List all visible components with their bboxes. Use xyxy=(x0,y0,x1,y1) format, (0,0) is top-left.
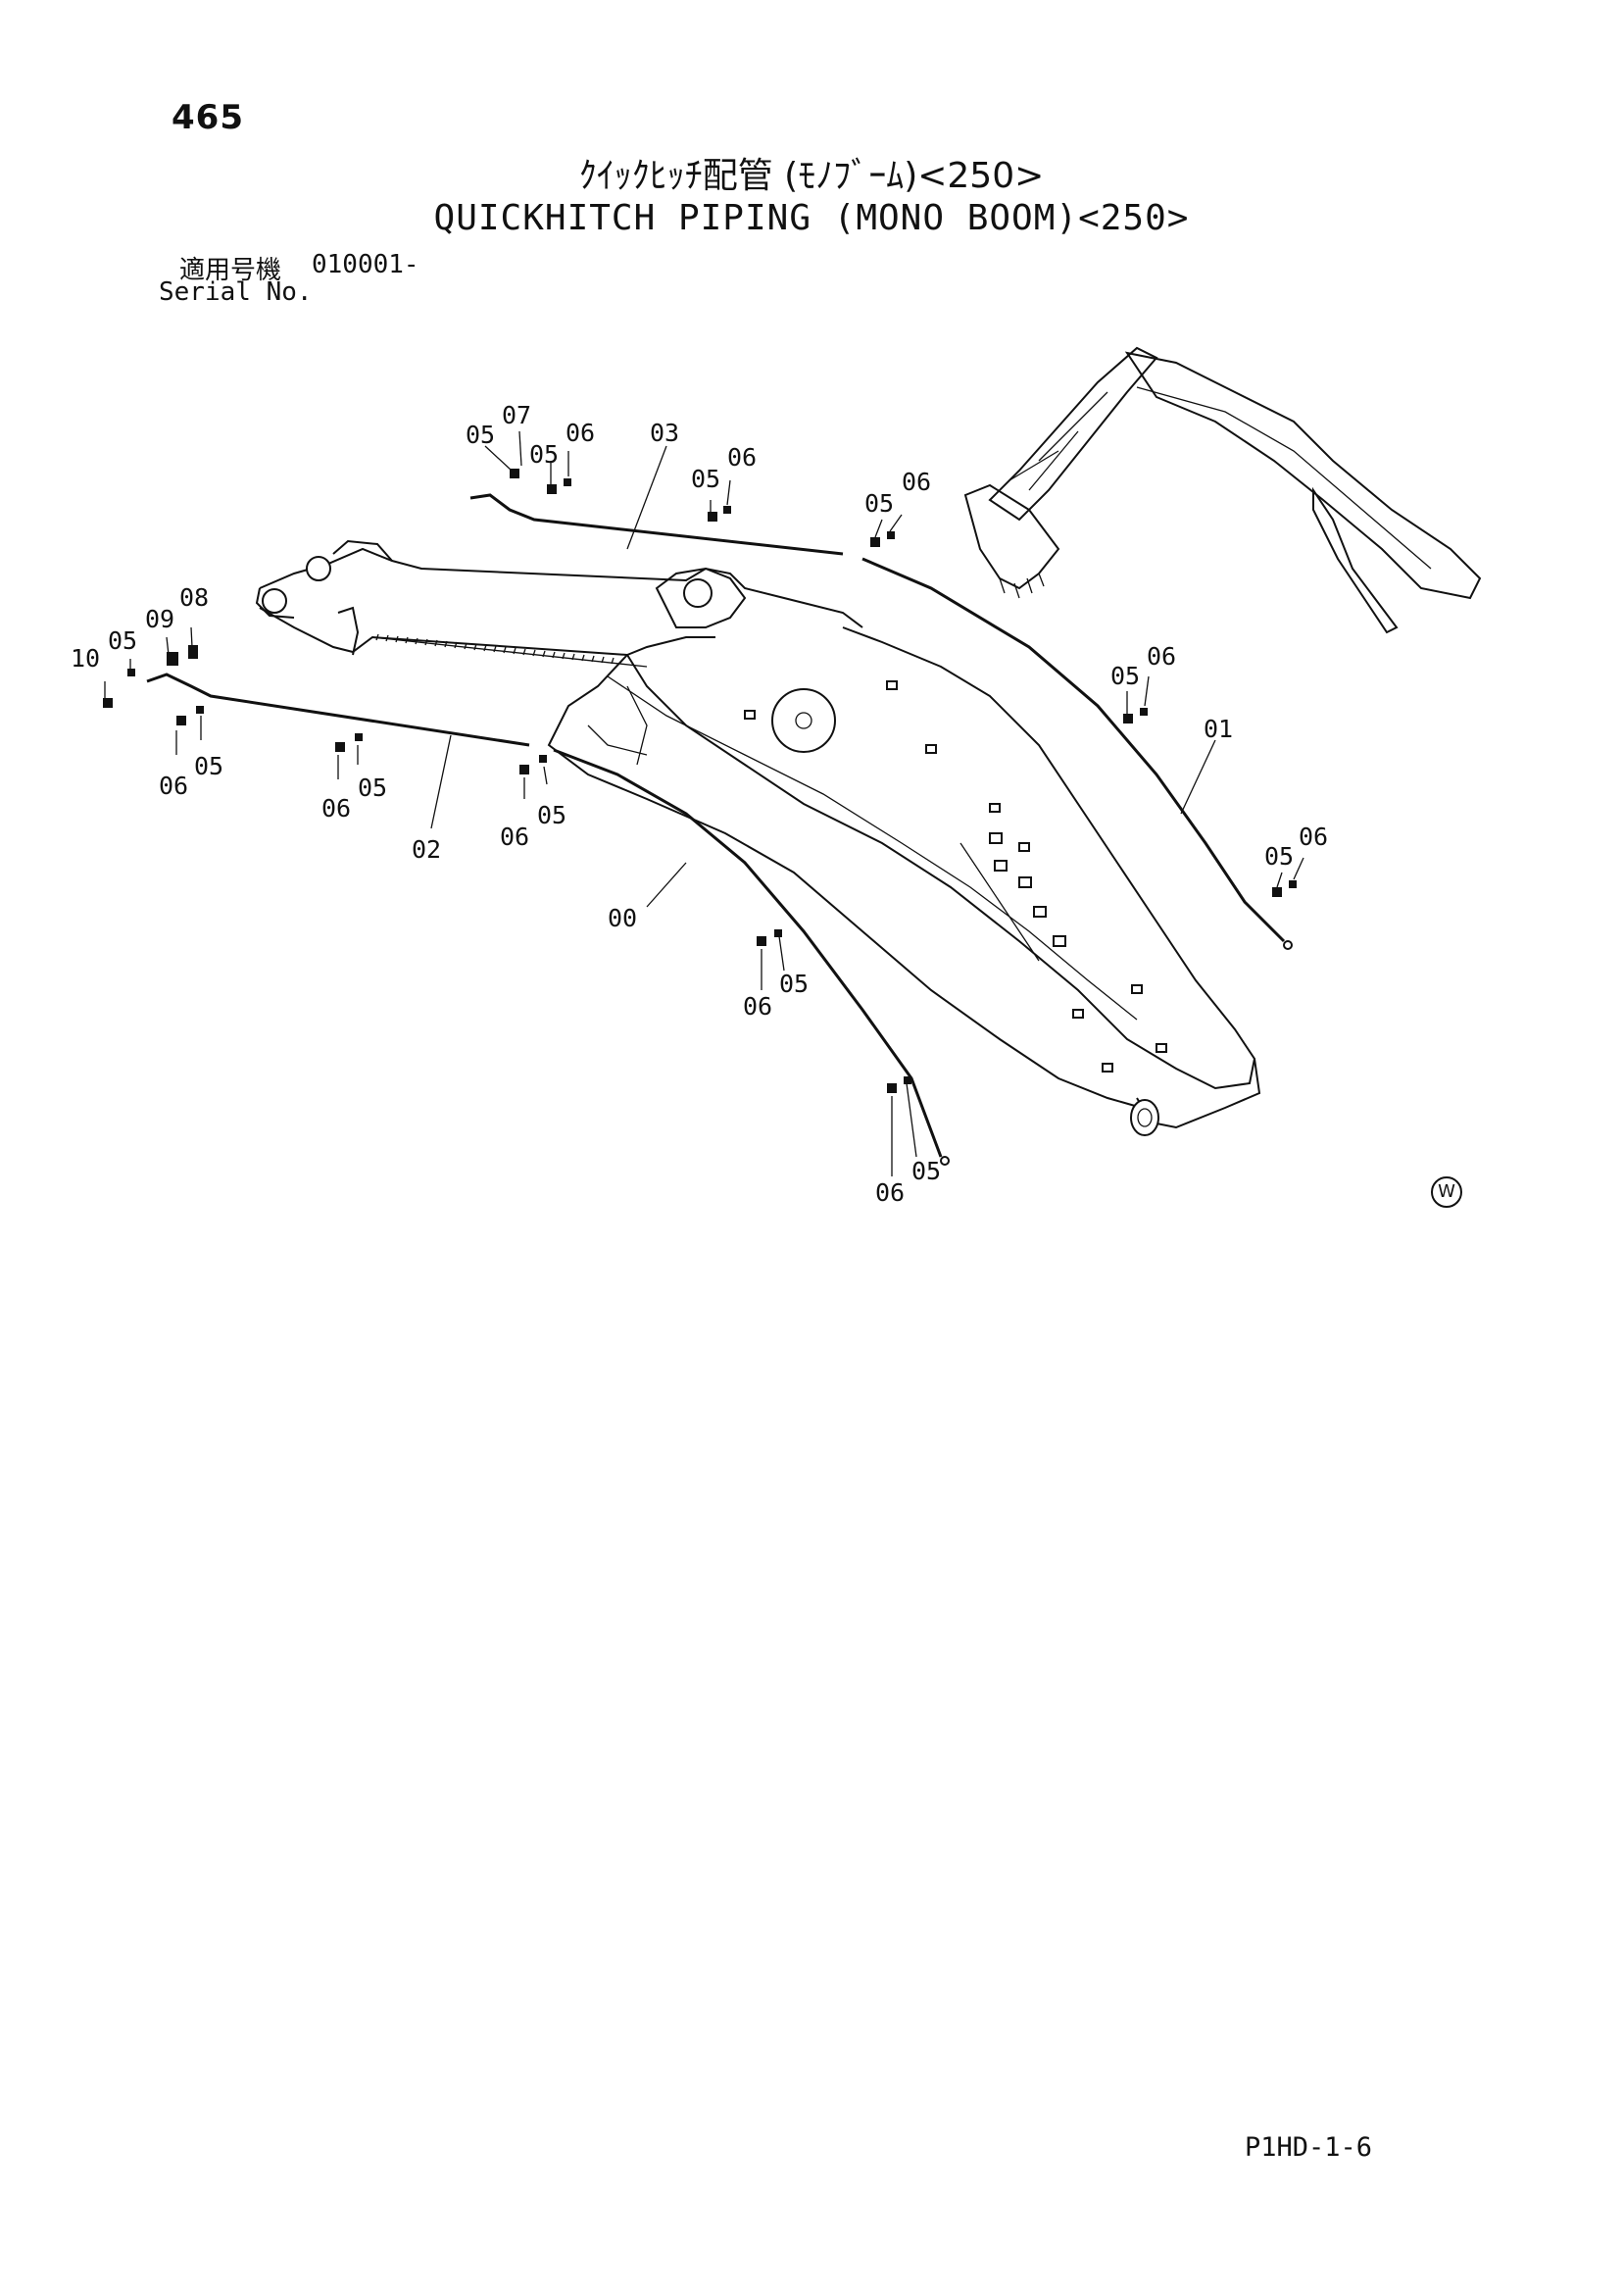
callout-01: 01 xyxy=(1204,715,1233,743)
callout-05: 05 xyxy=(537,801,566,829)
pipe-01 xyxy=(861,557,1286,943)
callout-06: 06 xyxy=(727,443,757,472)
pipe-00 xyxy=(553,748,943,1158)
callout-07: 07 xyxy=(502,401,531,429)
callout-10: 10 xyxy=(71,644,100,673)
callout-06: 06 xyxy=(321,794,351,823)
w-mark-icon: W xyxy=(1431,1176,1462,1208)
callout-06: 06 xyxy=(1299,823,1328,851)
callout-06: 06 xyxy=(1147,642,1176,671)
pipe-02 xyxy=(146,673,530,747)
boom-body xyxy=(255,539,1261,1136)
serial-label-japanese: 適用号機 xyxy=(179,256,282,285)
fasteners xyxy=(103,469,1297,1093)
pipe-03 xyxy=(469,493,844,556)
callout-02: 02 xyxy=(412,835,441,864)
callout-05: 05 xyxy=(1264,842,1294,871)
callout-05: 05 xyxy=(864,489,894,518)
callout-06: 06 xyxy=(500,823,529,851)
callout-05: 05 xyxy=(1110,662,1140,690)
title-english: QUICKHITCH PIPING (MONO BOOM)<250> xyxy=(433,198,1190,238)
callout-06: 06 xyxy=(566,419,595,447)
pipes xyxy=(146,493,1293,1166)
callout-05: 05 xyxy=(529,440,559,469)
leader-lines xyxy=(104,430,1304,1176)
excavator-inset xyxy=(963,346,1482,634)
callout-06: 06 xyxy=(902,468,931,496)
callout-06: 06 xyxy=(743,992,772,1021)
callout-05: 05 xyxy=(911,1157,941,1185)
callout-05: 05 xyxy=(358,774,387,802)
callout-05: 05 xyxy=(108,626,137,655)
callout-09: 09 xyxy=(145,605,174,633)
title-japanese: ｸｲｯｸﾋｯﾁ配管 (ﾓﾉﾌﾞｰﾑ)<250> xyxy=(578,156,1045,196)
callout-00: 00 xyxy=(608,904,637,932)
callout-labels: 10 05 09 08 06 05 06 05 02 06 05 05 07 0… xyxy=(71,401,1328,1207)
callout-05: 05 xyxy=(779,970,809,998)
page-code: P1HD-1-6 xyxy=(1245,2132,1373,2163)
callout-06: 06 xyxy=(159,772,188,800)
callout-05: 05 xyxy=(466,421,495,449)
callout-05: 05 xyxy=(194,752,223,780)
serial-number-value: 010001- xyxy=(312,250,419,279)
serial-label-english: Serial No. xyxy=(159,277,313,307)
callout-08: 08 xyxy=(179,583,209,612)
callout-03: 03 xyxy=(650,419,679,447)
page-number: 465 xyxy=(172,98,244,137)
callout-06: 06 xyxy=(875,1178,905,1207)
callout-05: 05 xyxy=(691,465,720,493)
